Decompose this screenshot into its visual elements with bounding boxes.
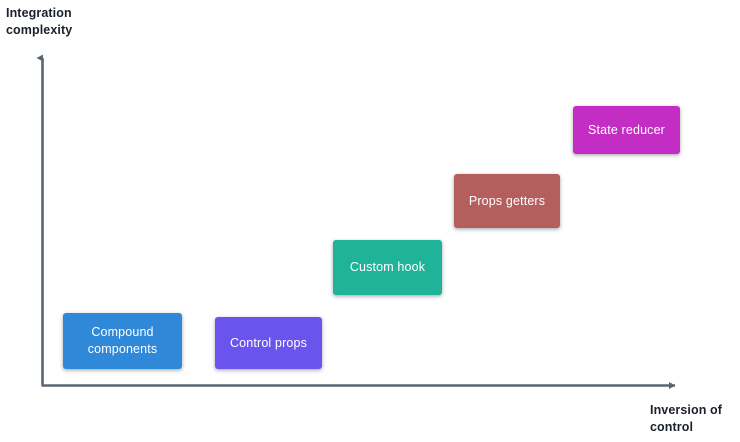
step-box-label: Custom hook	[349, 260, 426, 274]
step-box-custom-hook[interactable]: Custom hook	[333, 240, 442, 295]
step-box-props-getters[interactable]: Props getters	[454, 174, 560, 228]
step-box-label: Compound components	[87, 325, 158, 356]
step-box-state-reducer[interactable]: State reducer	[573, 106, 680, 154]
y-axis-label: Integration complexity	[6, 6, 73, 37]
step-box-compound-components[interactable]: Compound components	[63, 313, 182, 369]
x-axis-label: Inversion of control	[650, 403, 723, 434]
step-box-label: State reducer	[588, 122, 665, 137]
step-box-label: Props getters	[468, 193, 546, 208]
step-box-label: Control props	[230, 335, 307, 350]
step-box-control-props[interactable]: Control props	[215, 317, 322, 369]
